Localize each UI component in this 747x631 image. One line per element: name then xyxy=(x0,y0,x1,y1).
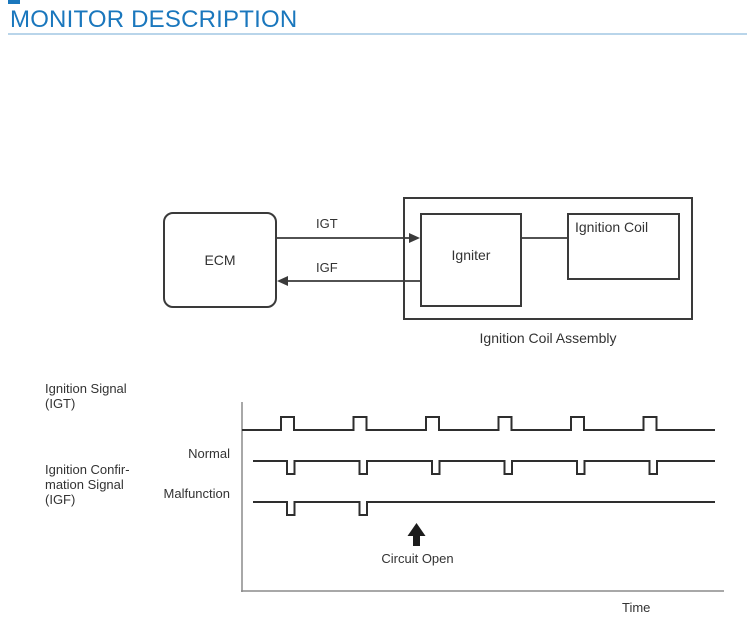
igf-signal-label: IGF xyxy=(316,260,338,275)
igniter-label: Igniter xyxy=(451,247,491,263)
waveform-igt xyxy=(242,416,715,431)
igniter-box: Igniter xyxy=(420,213,522,307)
title-underline xyxy=(8,33,747,35)
ignition-coil-label: Ignition Coil xyxy=(575,219,649,235)
ecm-box: ECM xyxy=(163,212,277,308)
ignition-confirmation-igf-label: Ignition Confir- mation Signal (IGF) xyxy=(45,462,130,507)
ignition-signal-igt-label: Ignition Signal (IGT) xyxy=(45,381,127,411)
waveform-igf-malfunction xyxy=(253,501,715,516)
circuit-open-annotation: Circuit Open xyxy=(381,551,454,566)
ignition-coil-box: Ignition Coil xyxy=(567,213,680,280)
malfunction-row-label: Malfunction xyxy=(163,486,230,501)
igf-arrowhead-icon xyxy=(277,276,288,286)
assembly-caption: Ignition Coil Assembly xyxy=(479,330,617,346)
waveforms-group xyxy=(242,416,715,516)
normal-row-label: Normal xyxy=(188,446,230,461)
ecm-label: ECM xyxy=(204,252,236,268)
waveform-igf-normal xyxy=(253,460,715,475)
ignition-coil-assembly-box xyxy=(403,197,693,320)
top-edge-fragment xyxy=(8,0,20,4)
igt-signal-label: IGT xyxy=(316,216,338,231)
circuit-open-arrow-icon xyxy=(407,523,426,546)
page-title: MONITOR DESCRIPTION xyxy=(10,6,298,33)
time-axis-label: Time xyxy=(622,600,651,615)
